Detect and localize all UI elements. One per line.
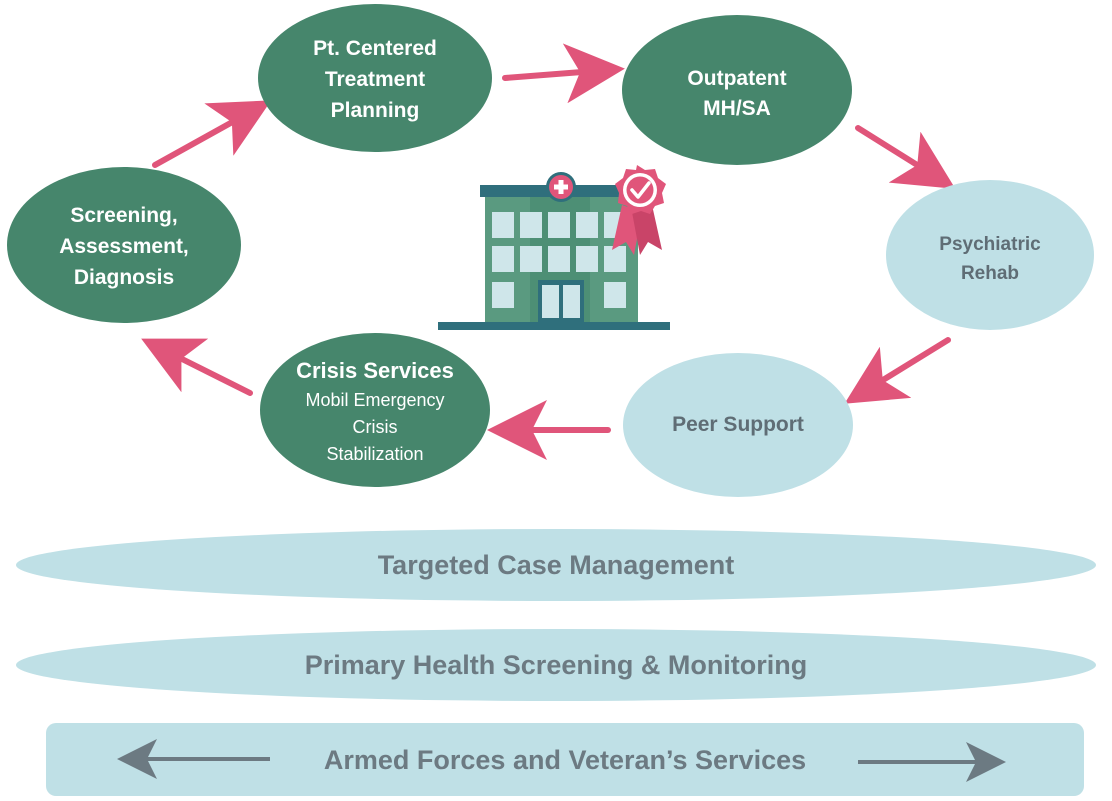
band-primary-health: Primary Health Screening & Monitoring (16, 629, 1096, 701)
node-outpatient-line2: MH/SA (703, 97, 771, 120)
node-treatment-planning-line3: Planning (331, 99, 420, 122)
node-crisis-services-line3: Stabilization (326, 444, 423, 464)
hospital-base (438, 322, 670, 330)
node-psychiatric-rehab: Psychiatric Rehab (886, 180, 1094, 330)
hospital-door (538, 280, 584, 322)
node-screening: Screening, Assessment, Diagnosis (7, 167, 241, 323)
band-case-management-shape (16, 529, 1096, 601)
band-armed-forces: Armed Forces and Veteran’s Services (46, 723, 1084, 796)
arrow-screening-to-planning (152, 100, 272, 168)
node-outpatient-shape (622, 15, 852, 165)
node-treatment-planning-shape (258, 4, 492, 152)
arrow-rehab-to-peer (844, 337, 951, 404)
node-treatment-planning: Pt. Centered Treatment Planning (258, 4, 492, 152)
node-peer-support-line1: Peer Support (672, 413, 804, 436)
node-screening-line3: Diagnosis (74, 266, 174, 289)
band-primary-health-label: Primary Health Screening & Monitoring (305, 650, 808, 680)
band-primary-health-shape (16, 629, 1096, 701)
hospital-windows (492, 212, 626, 308)
node-peer-support: Peer Support (623, 353, 853, 497)
node-outpatient-line1: Outpatent (687, 67, 786, 90)
band-case-management-label: Targeted Case Management (378, 550, 735, 580)
node-treatment-planning-line1: Pt. Centered (313, 37, 437, 60)
node-outpatient: Outpatent MH/SA (622, 15, 852, 165)
cycle-arrows (141, 43, 956, 460)
node-psychiatric-rehab-line1: Psychiatric (939, 234, 1041, 255)
award-ribbon-check-icon (612, 165, 666, 255)
arrow-planning-to-outpatient (502, 43, 625, 104)
node-crisis-services-line2: Crisis (353, 417, 398, 437)
node-treatment-planning-line2: Treatment (325, 68, 425, 91)
node-psychiatric-rehab-shape (886, 180, 1094, 330)
band-armed-forces-label: Armed Forces and Veteran’s Services (324, 745, 806, 775)
arrow-outpatient-to-rehab (855, 125, 956, 189)
band-armed-forces-shape (46, 723, 1084, 796)
node-crisis-services-shape (260, 333, 490, 487)
node-psychiatric-rehab-line2: Rehab (961, 263, 1019, 284)
node-crisis-services-line1: Mobil Emergency (305, 390, 444, 410)
hospital-building-icon (438, 165, 670, 330)
arrow-crisis-to-screening (141, 338, 253, 396)
node-crisis-services-title: Crisis Services (296, 358, 454, 383)
medical-cross-icon (546, 172, 576, 202)
node-screening-line1: Screening, (70, 204, 177, 227)
node-peer-support-shape (623, 353, 853, 497)
band-case-management: Targeted Case Management (16, 529, 1096, 601)
node-crisis-services: Crisis Services Mobil Emergency Crisis S… (260, 333, 490, 487)
node-screening-shape (7, 167, 241, 323)
node-screening-line2: Assessment, (59, 235, 189, 258)
